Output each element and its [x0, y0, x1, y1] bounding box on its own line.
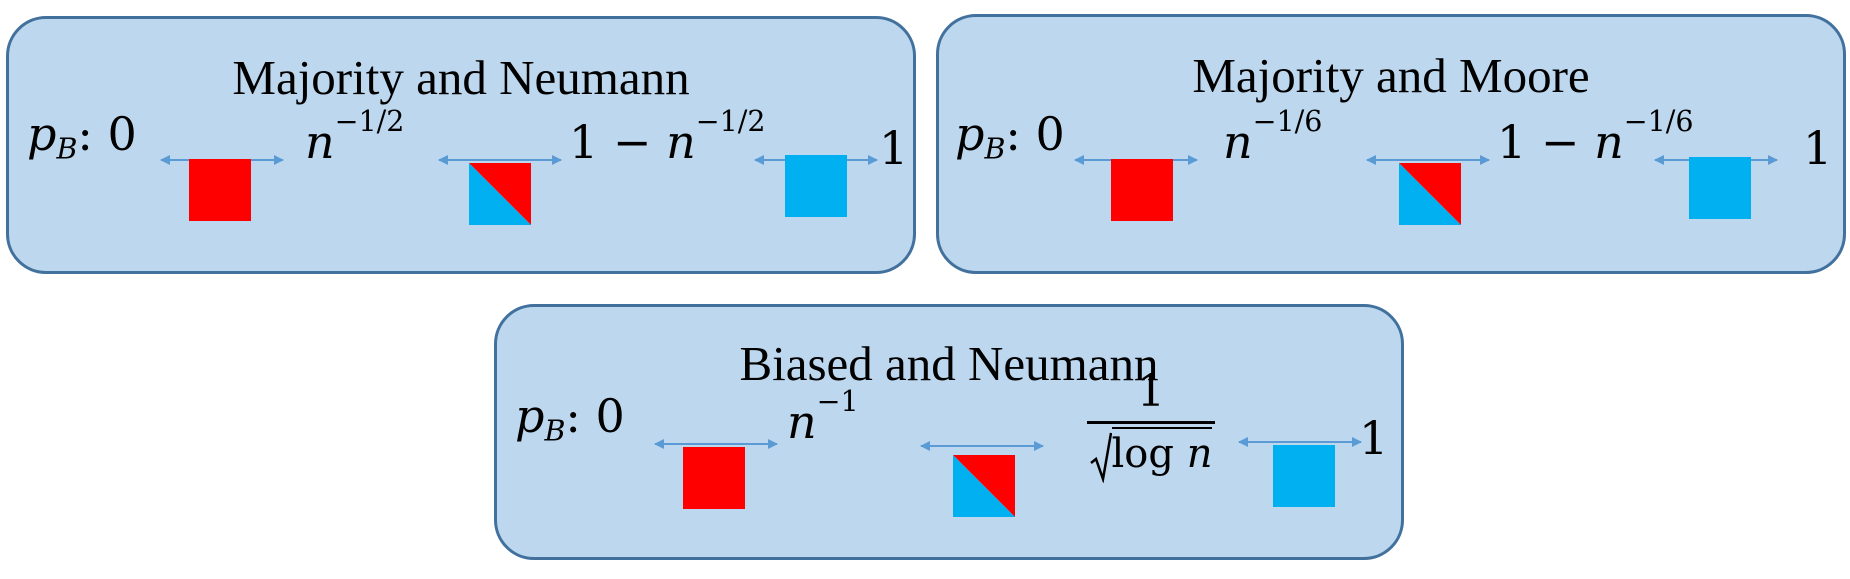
range-arrow-1 — [654, 439, 778, 449]
p-b-label: pB: 0 — [27, 107, 137, 166]
red-square — [683, 447, 745, 509]
panel-majority-neumann: Majority and Neumann pB: 0 n−1/2 1 − n−1… — [6, 16, 916, 274]
blue-square — [1273, 445, 1335, 507]
blue-square — [785, 155, 847, 217]
threshold-3-label: 1 — [1359, 411, 1389, 465]
threshold-3-label: 1 — [879, 121, 909, 175]
panel-title: Majority and Moore — [1192, 48, 1590, 103]
threshold-3-label: 1 — [1803, 121, 1833, 175]
range-arrow-2 — [438, 155, 562, 165]
split-square — [1399, 163, 1461, 225]
panel-title: Majority and Neumann — [232, 50, 690, 105]
p-b-label: pB: 0 — [955, 107, 1065, 166]
panel-majority-moore: Majority and Moore pB: 0 n−1/6 1 − n−1/6… — [936, 14, 1846, 274]
range-arrow-2 — [1366, 155, 1490, 165]
threshold-1-label: n−1/6 — [1223, 105, 1323, 170]
fraction-numerator: 1 — [1137, 366, 1165, 417]
threshold-1-label: n−1/2 — [305, 105, 405, 170]
threshold-2-label: 1 − n−1/6 — [1497, 105, 1694, 170]
p-b-label: pB: 0 — [515, 389, 625, 448]
fraction-denominator: log n — [1081, 424, 1221, 484]
red-square — [1111, 159, 1173, 221]
panel-title: Biased and Neumann — [739, 336, 1159, 391]
range-arrow-3 — [1238, 437, 1362, 447]
split-square — [953, 455, 1015, 517]
panel-biased-neumann: Biased and Neumann pB: 0 n−1 1 log n 1 — [494, 304, 1404, 560]
threshold-1-label: n−1 — [787, 385, 859, 450]
blue-square — [1689, 157, 1751, 219]
split-square — [469, 163, 531, 225]
sqrt-radical-icon — [1089, 432, 1112, 484]
fraction-bar — [1087, 421, 1215, 424]
red-square — [189, 159, 251, 221]
range-arrow-2 — [920, 441, 1044, 451]
fraction-one-over-sqrt-log-n: 1 log n — [1081, 363, 1221, 484]
threshold-2-label: 1 − n−1/2 — [569, 105, 766, 170]
